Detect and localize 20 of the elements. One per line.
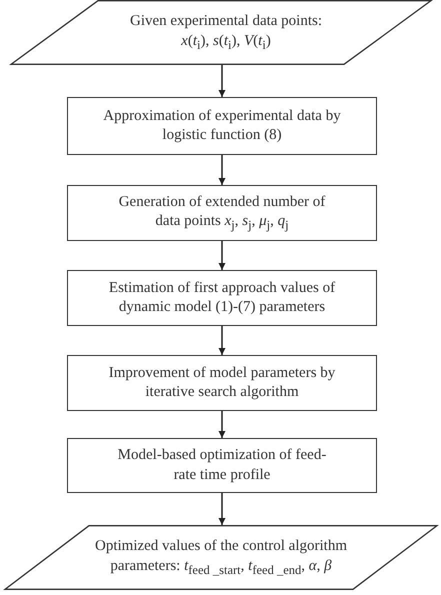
process-box — [67, 438, 377, 493]
arrow — [218, 241, 226, 270]
node-text: Approximation of experimental data by logistic function (8) — [102, 106, 342, 145]
process-box — [67, 185, 377, 241]
arrow — [218, 155, 226, 185]
input-output-parallelogram — [10, 0, 432, 65]
node-text: Optimized values of the control algorithm parameters: t$_{feed _start}$, t$_{feed _end}$, α, β — [94, 537, 348, 578]
node-text: Given experimental data points: x(t$_{i}$), s(t$_{i}$), V(t$_{i}$) — [128, 12, 324, 53]
process-box — [67, 270, 377, 326]
node-text: Generation of extended number of data points x$_{j}$, s$_{j}$, μ$_{j}$, q$_{j}$ — [118, 192, 326, 234]
arrow — [218, 326, 226, 355]
arrow — [218, 411, 226, 438]
node-text: Model-based optimization of feed-rate time profile — [117, 446, 327, 484]
input-output-parallelogram — [4, 525, 438, 590]
node-text: Estimation of first approach values of dynamic model (1)-(7) parameters — [108, 278, 336, 317]
process-box — [67, 97, 377, 155]
process-box — [67, 355, 377, 411]
node-text: Improvement of model parameters by iterative search algorithm — [108, 364, 336, 402]
arrow — [218, 65, 226, 97]
arrow — [218, 493, 226, 525]
